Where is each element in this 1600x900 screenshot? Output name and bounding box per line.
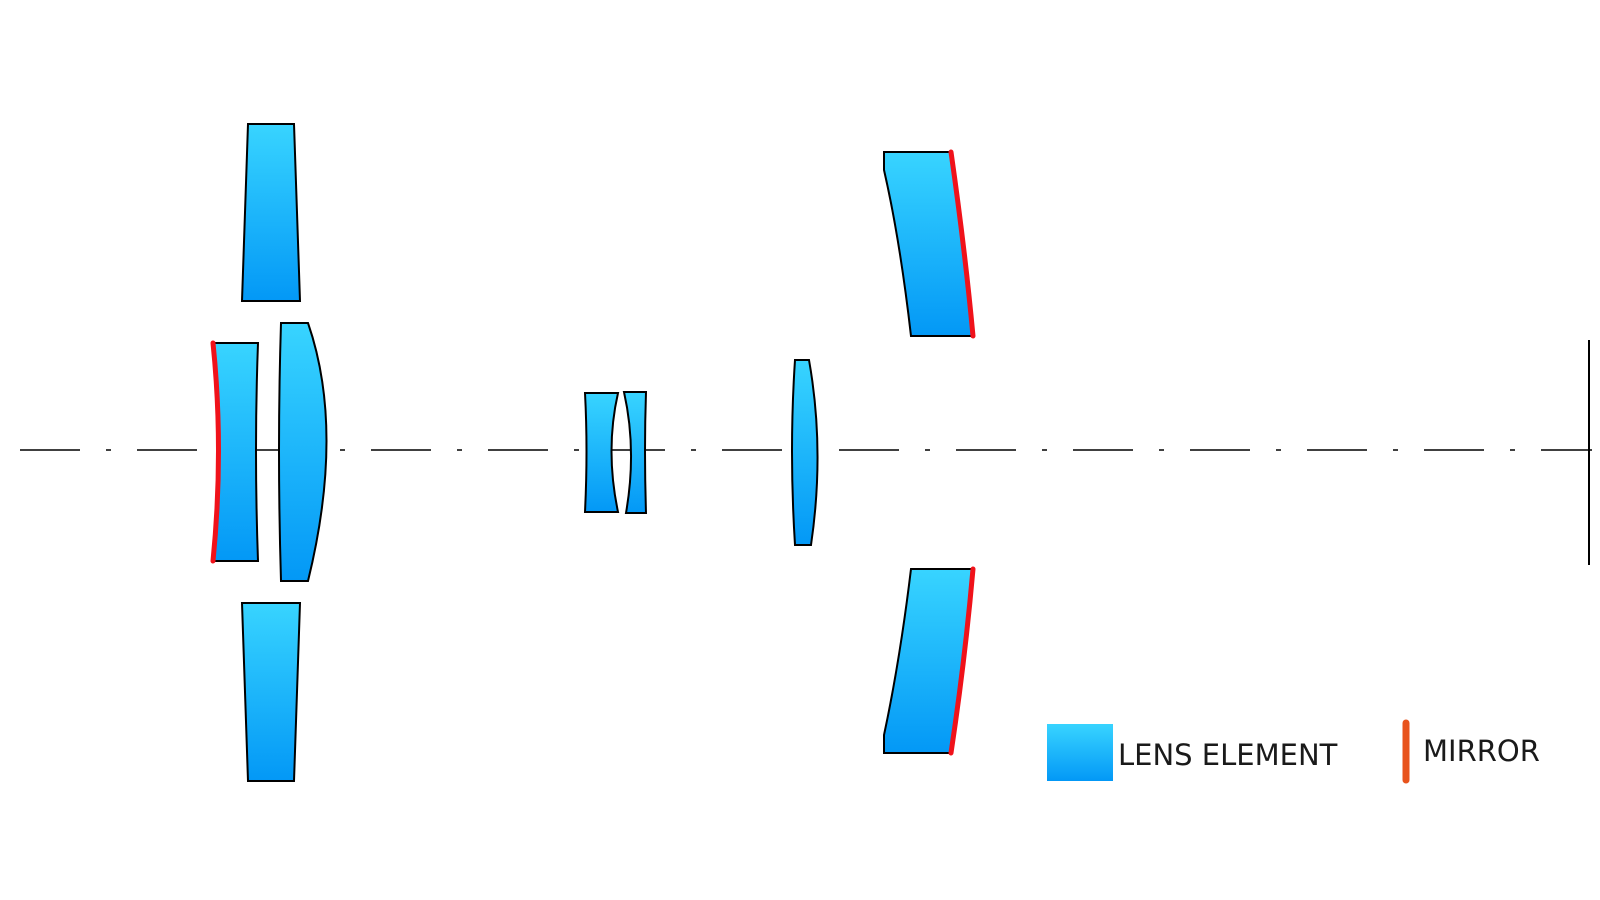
legend: LENS ELEMENT MIRROR bbox=[1047, 719, 1540, 784]
primary-mirror-top-coating bbox=[948, 149, 976, 339]
lens-element-label: LENS ELEMENT bbox=[1118, 738, 1338, 772]
lens-element-swatch bbox=[1047, 724, 1113, 781]
corrector-lens bbox=[278, 322, 328, 582]
field-lens bbox=[791, 359, 819, 546]
relay-lens-1 bbox=[583, 392, 620, 513]
primary-mirror-bottom-coating bbox=[948, 566, 976, 756]
secondary-mirror-coating bbox=[210, 340, 221, 564]
primary-mirror-top bbox=[883, 151, 975, 337]
primary-mirror-bottom bbox=[883, 568, 975, 754]
mirror-label: MIRROR bbox=[1423, 734, 1540, 768]
primary-lens-top bbox=[240, 123, 302, 302]
relay-lens-2 bbox=[622, 391, 648, 514]
primary-lens-bottom bbox=[240, 602, 302, 782]
